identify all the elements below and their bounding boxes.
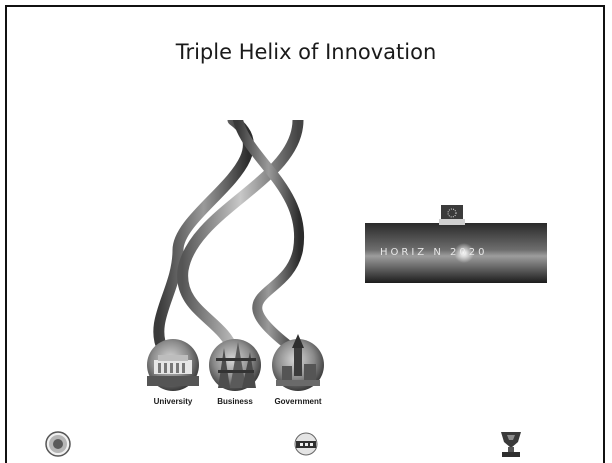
triple-helix-graphic: University Business Government bbox=[147, 120, 324, 406]
university-photo bbox=[147, 339, 199, 391]
horizon-2020-logo bbox=[365, 205, 547, 283]
slide-frame bbox=[5, 5, 605, 463]
caption-business: Business bbox=[217, 397, 253, 406]
helix-strand-business bbox=[177, 120, 304, 356]
university-seal-icon bbox=[45, 431, 71, 457]
business-photo bbox=[209, 339, 261, 391]
idi-logo-icon bbox=[294, 432, 318, 456]
caption-university: University bbox=[154, 397, 193, 406]
helix-captions: University Business Government bbox=[154, 397, 322, 406]
caption-government: Government bbox=[274, 397, 321, 406]
helix-strand-government bbox=[233, 120, 305, 350]
helix-strand-university bbox=[153, 120, 254, 356]
horizon-logo-text: HORIZ N 2020 bbox=[380, 247, 488, 258]
eu-flag-icon bbox=[439, 205, 465, 225]
government-photo bbox=[272, 334, 324, 391]
helix-strands bbox=[153, 120, 305, 356]
heraldic-crest-icon bbox=[501, 432, 521, 457]
slide-title: Triple Helix of Innovation bbox=[175, 40, 437, 64]
